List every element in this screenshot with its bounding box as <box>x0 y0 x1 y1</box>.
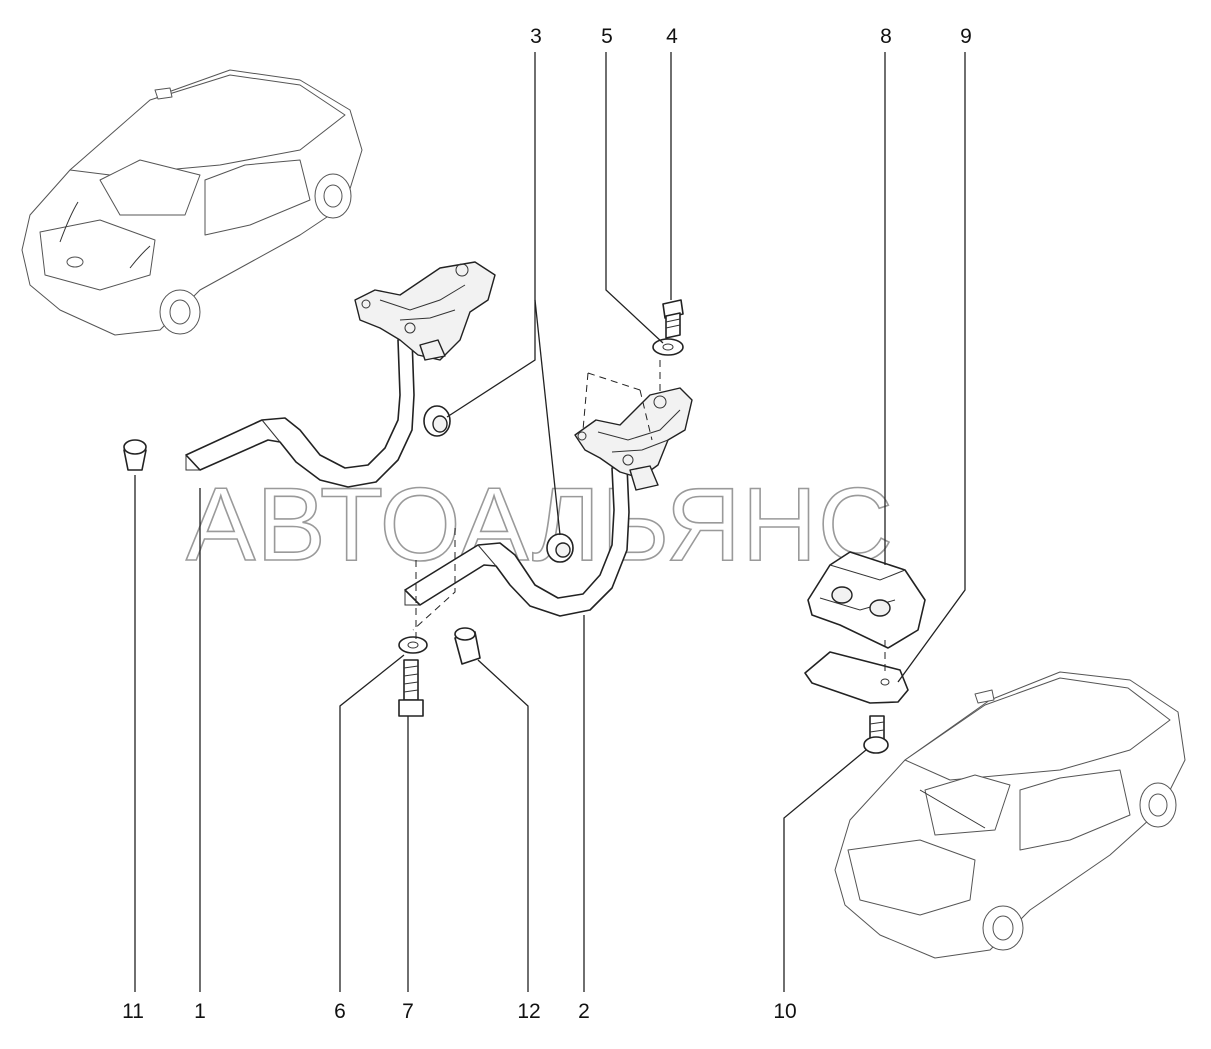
hinge-arm-2 <box>404 387 693 617</box>
car-illustration-bottom-right <box>834 671 1186 959</box>
bolt-4 <box>662 299 684 339</box>
callout-9: 9 <box>960 25 972 48</box>
washer-6 <box>398 636 428 654</box>
callout-8: 8 <box>880 25 892 48</box>
callout-3: 3 <box>530 25 542 48</box>
callout-2: 2 <box>578 1000 590 1023</box>
callout-10: 10 <box>773 1000 796 1023</box>
callout-labels: 3 5 4 8 9 11 1 6 7 12 2 10 <box>122 25 972 1023</box>
callout-12: 12 <box>517 1000 540 1023</box>
watermark-text: АВТОАЛЬЯНС <box>186 467 894 583</box>
leader-lines <box>134 52 966 992</box>
car-illustration-top-left <box>21 69 363 336</box>
callout-11: 11 <box>122 1000 144 1023</box>
assembly-lines <box>412 360 886 672</box>
callout-6: 6 <box>334 1000 346 1023</box>
bolt-10 <box>863 715 889 754</box>
bolt-7 <box>398 659 424 717</box>
callout-1: 1 <box>194 1000 206 1023</box>
washer-5 <box>652 338 684 356</box>
plug-12 <box>454 627 481 665</box>
callout-7: 7 <box>402 1000 414 1023</box>
plug-11 <box>123 439 147 471</box>
hinge-arm-1 <box>185 261 496 488</box>
callout-5: 5 <box>601 25 613 48</box>
buffer-8 <box>807 551 926 649</box>
plate-9 <box>804 651 909 704</box>
callout-4: 4 <box>666 25 678 48</box>
